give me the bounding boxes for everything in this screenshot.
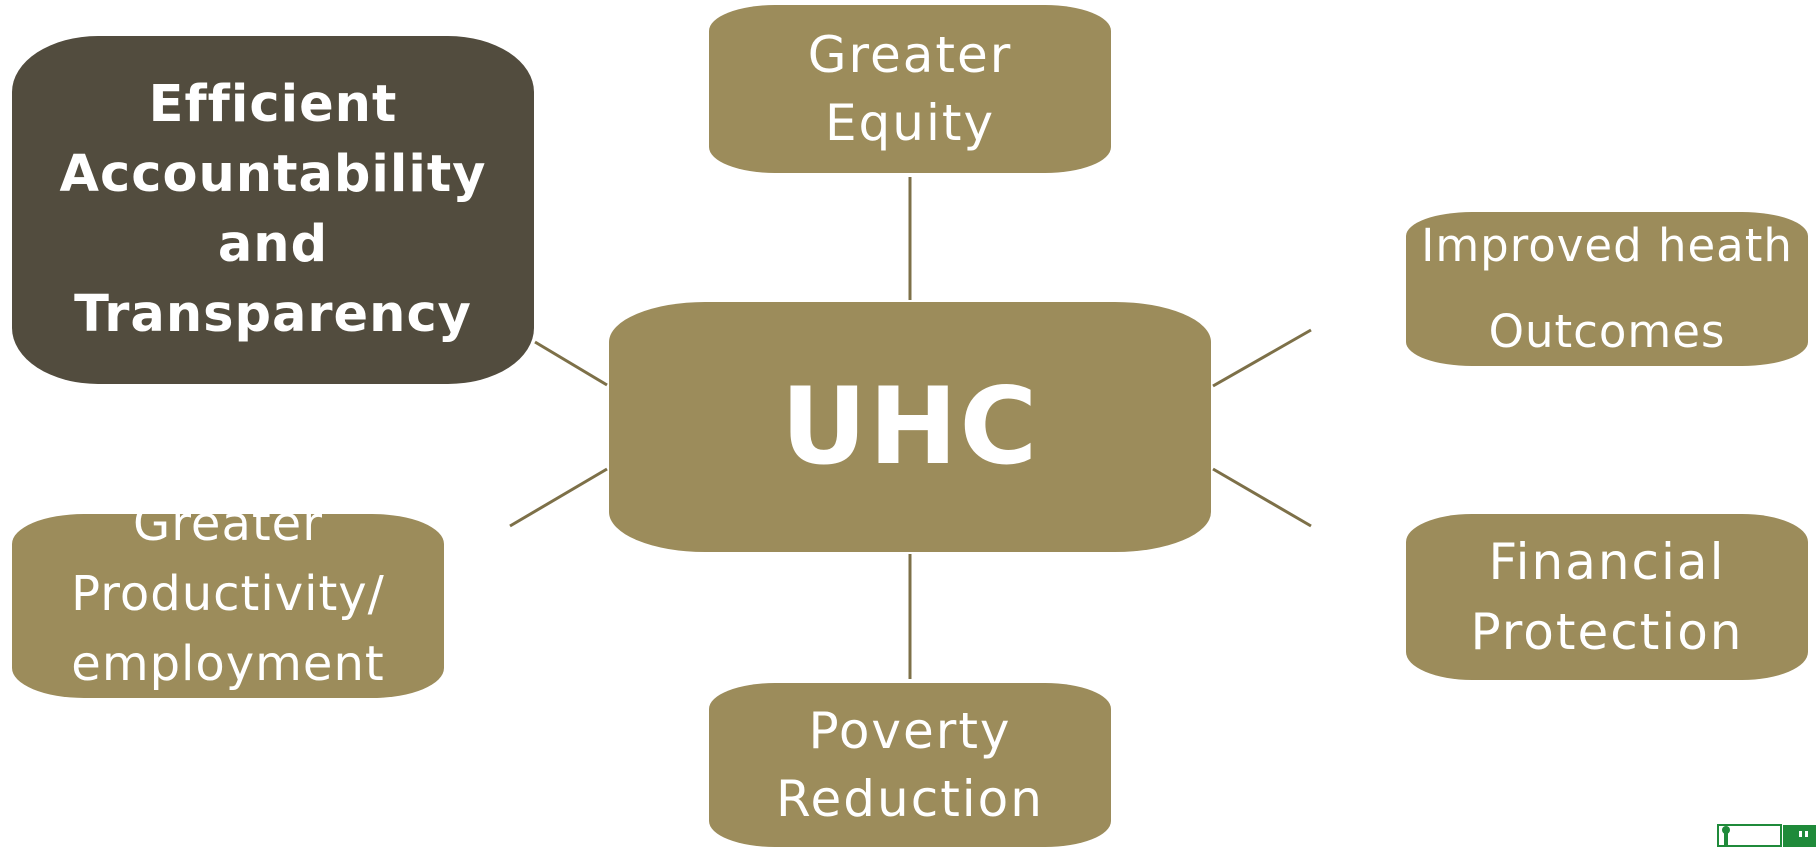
connector-health: [1212, 328, 1312, 388]
node-financial-protection-label: Financial Protection: [1470, 533, 1744, 661]
node-improved-health-outcomes-label: Improved heath Outcomes: [1421, 219, 1793, 358]
node-greater-productivity-label: Greater Productivity/ employment: [71, 496, 385, 692]
node-poverty-reduction: Poverty Reduction: [709, 683, 1111, 847]
node-greater-productivity: Greater Productivity/ employment: [12, 496, 444, 698]
connector-accountability: [534, 340, 608, 387]
connector-productivity: [509, 467, 608, 528]
center-node-label: UHC: [780, 365, 1040, 488]
node-greater-equity-label: Greater Equity: [807, 26, 1013, 152]
connector-financial: [1212, 467, 1312, 528]
node-poverty-reduction-label: Poverty Reduction: [776, 702, 1044, 828]
node-improved-health-outcomes: Improved heath Outcomes: [1406, 212, 1808, 366]
node-accountability-transparency-label: Efficient Accountability and Transparenc…: [59, 75, 487, 344]
center-node-uhc: UHC: [609, 302, 1211, 552]
node-accountability-transparency: Efficient Accountability and Transparenc…: [12, 36, 534, 384]
organization-logo-icon: [1717, 824, 1816, 847]
node-greater-equity: Greater Equity: [709, 5, 1111, 173]
node-financial-protection: Financial Protection: [1406, 514, 1808, 680]
